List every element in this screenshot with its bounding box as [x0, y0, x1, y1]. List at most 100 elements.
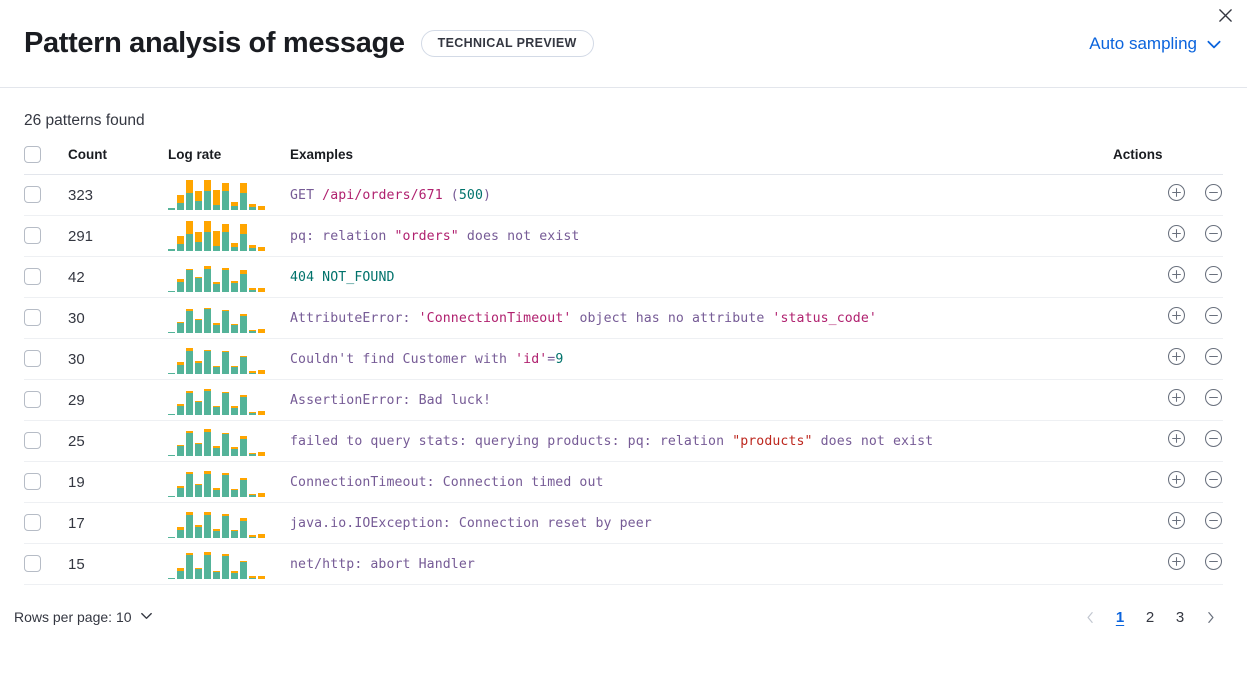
sparkline-bar [249, 508, 256, 538]
plus-circle-icon[interactable] [1167, 183, 1186, 207]
row-checkbox[interactable] [24, 473, 41, 491]
sparkline-bar [258, 344, 265, 374]
sparkline-bar [168, 344, 175, 374]
sparkline-bar-top-segment [240, 561, 247, 563]
sparkline-bar [177, 549, 184, 579]
row-select-cell [24, 338, 68, 380]
row-checkbox[interactable] [24, 227, 41, 245]
sparkline-bar-bottom-segment [240, 315, 247, 333]
sparkline-bar-bottom-segment [222, 351, 229, 374]
sparkline-bar-bottom-segment [213, 489, 220, 497]
plus-circle-icon[interactable] [1167, 306, 1186, 330]
row-select-cell [24, 502, 68, 544]
sparkline-bar-top-segment [177, 321, 184, 324]
plus-circle-icon[interactable] [1167, 429, 1186, 453]
minus-circle-icon[interactable] [1204, 388, 1223, 412]
log-rate-sparkline [168, 303, 268, 333]
example-token: "orders" [394, 228, 459, 244]
row-checkbox[interactable] [24, 391, 41, 409]
minus-circle-icon[interactable] [1204, 511, 1223, 535]
column-header-examples[interactable]: Examples [290, 146, 1113, 175]
sparkline-bar-bottom-segment [213, 530, 220, 538]
actions-cell [1113, 502, 1223, 544]
sparkline-bar [186, 426, 193, 456]
plus-circle-icon[interactable] [1167, 347, 1186, 371]
actions-cell [1113, 420, 1223, 462]
close-icon[interactable] [1212, 2, 1238, 28]
sparkline-bar-bottom-segment [195, 201, 202, 210]
sparkline-bar [204, 262, 211, 292]
sparkline-bar-top-segment [177, 527, 184, 530]
pagination-page-1[interactable]: 1 [1115, 608, 1125, 626]
select-all-checkbox[interactable] [24, 146, 41, 163]
row-checkbox[interactable] [24, 268, 41, 286]
sparkline-bar-bottom-segment [204, 514, 211, 538]
sparkline-bar-bottom-segment [213, 204, 220, 210]
plus-circle-icon[interactable] [1167, 388, 1186, 412]
minus-circle-icon[interactable] [1204, 183, 1223, 207]
sparkline-bar [177, 344, 184, 374]
sparkline-bar-top-segment [204, 350, 211, 352]
sparkline-bar-bottom-segment [177, 488, 184, 497]
row-checkbox[interactable] [24, 309, 41, 327]
sparkline-bar-bottom-segment [249, 577, 256, 579]
minus-circle-icon[interactable] [1204, 265, 1223, 289]
row-checkbox[interactable] [24, 350, 41, 368]
row-checkbox[interactable] [24, 514, 41, 532]
minus-circle-icon[interactable] [1204, 224, 1223, 248]
row-select-cell [24, 297, 68, 339]
plus-circle-icon[interactable] [1167, 470, 1186, 494]
dialog-body: 26 patterns found Count Log rate Example… [0, 88, 1247, 585]
sparkline-bar [222, 549, 229, 579]
chevron-right-icon[interactable] [1197, 604, 1223, 630]
sparkline-bar-bottom-segment [222, 474, 229, 497]
minus-circle-icon[interactable] [1204, 470, 1223, 494]
sparkline-bar-top-segment [222, 183, 229, 192]
row-checkbox[interactable] [24, 555, 41, 573]
sparkline-bar-top-segment [231, 201, 238, 206]
row-checkbox[interactable] [24, 186, 41, 204]
sparkline-bar [177, 426, 184, 456]
sparkline-bar-top-segment [195, 319, 202, 321]
sparkline-bar-top-segment [249, 245, 256, 248]
sparkline-bar-top-segment [249, 535, 256, 537]
example-token: 'status_code' [772, 310, 877, 326]
plus-circle-icon[interactable] [1167, 511, 1186, 535]
sparkline-bar-bottom-segment [168, 290, 175, 292]
example-cell: net/http: abort Handler [290, 543, 1113, 585]
minus-circle-icon[interactable] [1204, 429, 1223, 453]
column-header-count[interactable]: Count [68, 146, 168, 175]
auto-sampling-dropdown[interactable]: Auto sampling [1089, 34, 1223, 54]
sparkline-bar-top-segment [195, 361, 202, 363]
row-checkbox[interactable] [24, 432, 41, 450]
plus-circle-icon[interactable] [1167, 224, 1186, 248]
column-header-log-rate[interactable]: Log rate [168, 146, 290, 175]
minus-circle-icon[interactable] [1204, 347, 1223, 371]
minus-circle-icon[interactable] [1204, 306, 1223, 330]
sparkline-bar-bottom-segment [231, 205, 238, 210]
rows-per-page-selector[interactable]: Rows per page: 10 [14, 608, 154, 626]
sparkline-bar-bottom-segment [240, 520, 247, 538]
pagination-page-3[interactable]: 3 [1175, 608, 1185, 626]
plus-circle-icon[interactable] [1167, 265, 1186, 289]
chevron-left-icon[interactable] [1077, 604, 1103, 630]
example-token: ConnectionTimeout: Connection timed out [290, 474, 604, 490]
plus-circle-icon[interactable] [1167, 552, 1186, 576]
sparkline-bar-top-segment [177, 279, 184, 282]
sparkline-bar-top-segment [186, 511, 193, 515]
sparkline-bar [204, 180, 211, 210]
minus-circle-icon[interactable] [1204, 552, 1223, 576]
sparkline-bar-bottom-segment [231, 407, 238, 415]
sparkline-bar-top-segment [186, 552, 193, 555]
pagination-page-2[interactable]: 2 [1145, 608, 1155, 626]
